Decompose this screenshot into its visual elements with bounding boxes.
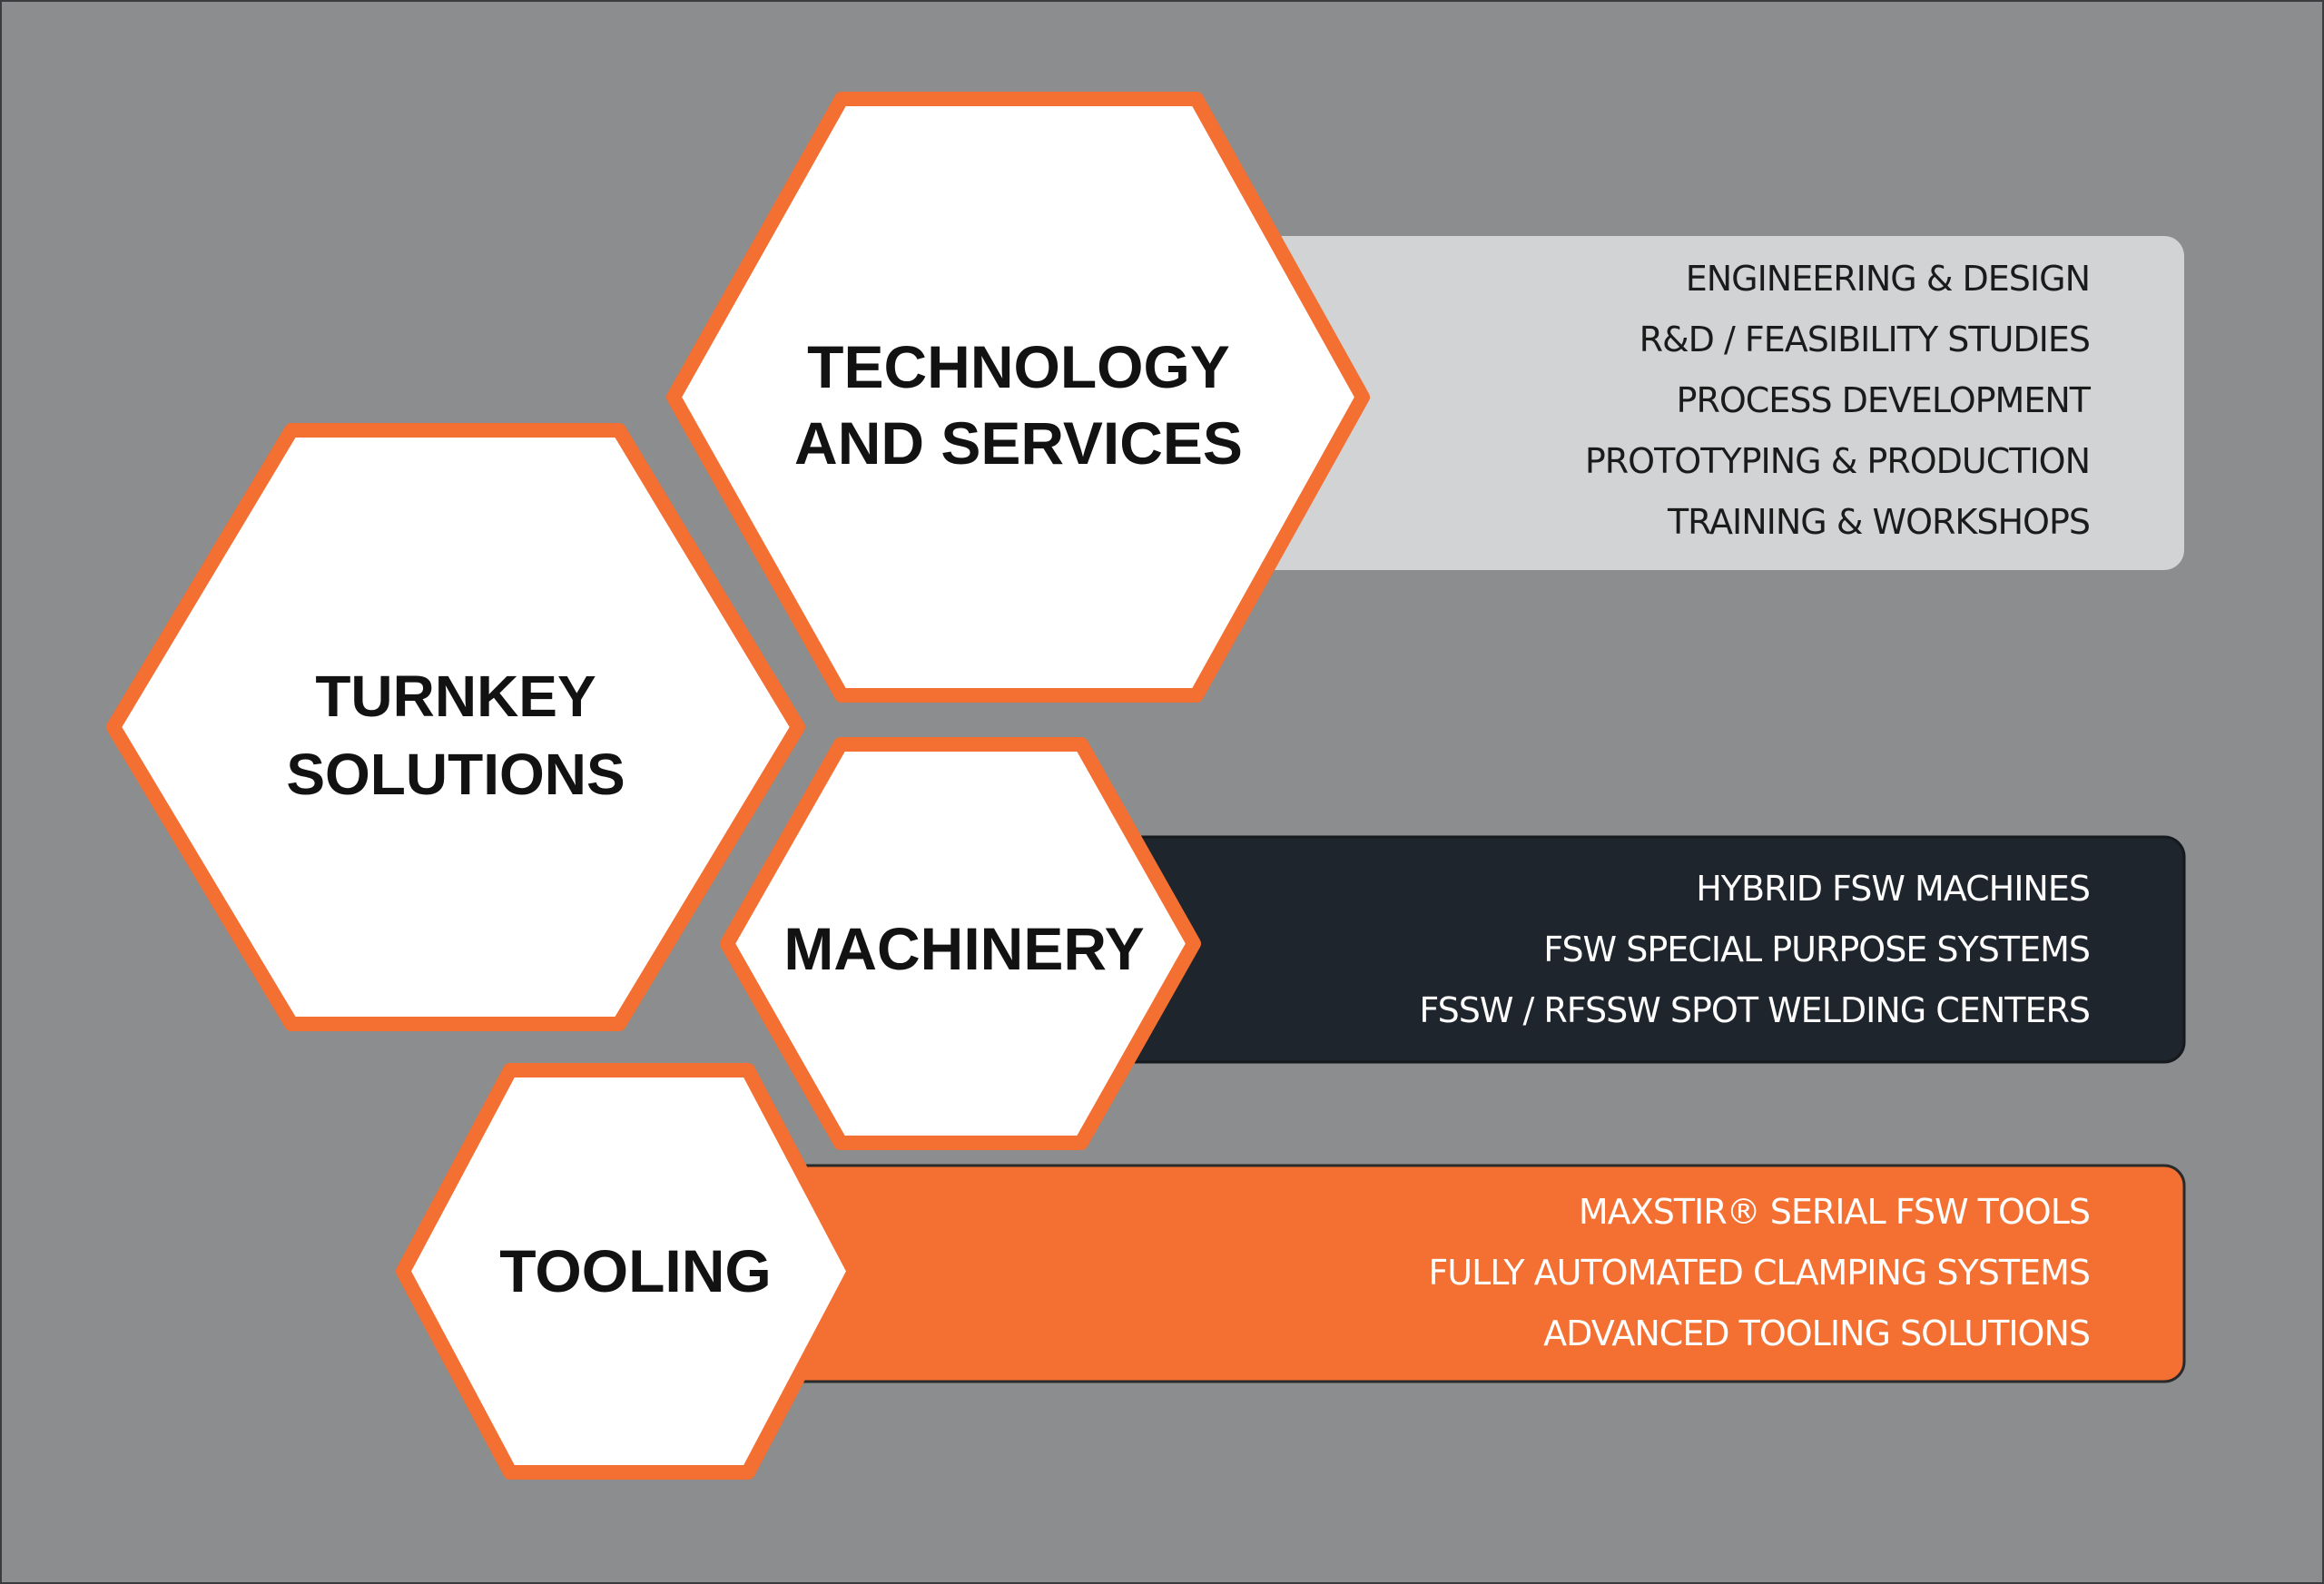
list-item: MAXSTIR® SERIAL FSW TOOLS: [1578, 1192, 2091, 1232]
tooling-hexagon: [396, 1063, 862, 1480]
list-item: FSW SPECIAL PURPOSE SYSTEMS: [1543, 930, 2091, 969]
list-item: PROCESS DEVELOPMENT: [1676, 380, 2091, 420]
tooling-label: TOOLING: [499, 1237, 772, 1304]
tooling-list: MAXSTIR® SERIAL FSW TOOLS FULLY AUTOMATE…: [1428, 1182, 2091, 1364]
list-item: PROTOTYPING & PRODUCTION: [1584, 441, 2091, 481]
technology-services-label: TECHNOLOGY AND SERVICES: [794, 333, 1243, 477]
technology-services-hexagon: [666, 92, 1370, 703]
list-item: FSSW / RFSSW SPOT WELDING CENTERS: [1419, 990, 2091, 1030]
list-item: R&D / FEASIBILITY STUDIES: [1639, 320, 2091, 359]
list-item: HYBRID FSW MACHINES: [1696, 869, 2091, 909]
list-item: TRAINING & WORKSHOPS: [1667, 502, 2091, 542]
list-item: ADVANCED TOOLING SOLUTIONS: [1543, 1313, 2091, 1353]
machinery-label: MACHINERY: [783, 915, 1145, 982]
machinery-list: HYBRID FSW MACHINES FSW SPECIAL PURPOSE …: [1419, 859, 2091, 1041]
machinery-hexagon: [720, 737, 1201, 1150]
turnkey-solutions-label: TURNKEY SOLUTIONS: [286, 664, 625, 807]
technology-services-list: ENGINEERING & DESIGN R&D / FEASIBILITY S…: [1584, 249, 2091, 553]
turnkey-solutions-hexagon: [106, 423, 805, 1031]
list-item: FULLY AUTOMATED CLAMPING SYSTEMS: [1428, 1253, 2091, 1293]
technology-services-panel: [1218, 236, 2184, 570]
list-item: ENGINEERING & DESIGN: [1685, 259, 2091, 299]
